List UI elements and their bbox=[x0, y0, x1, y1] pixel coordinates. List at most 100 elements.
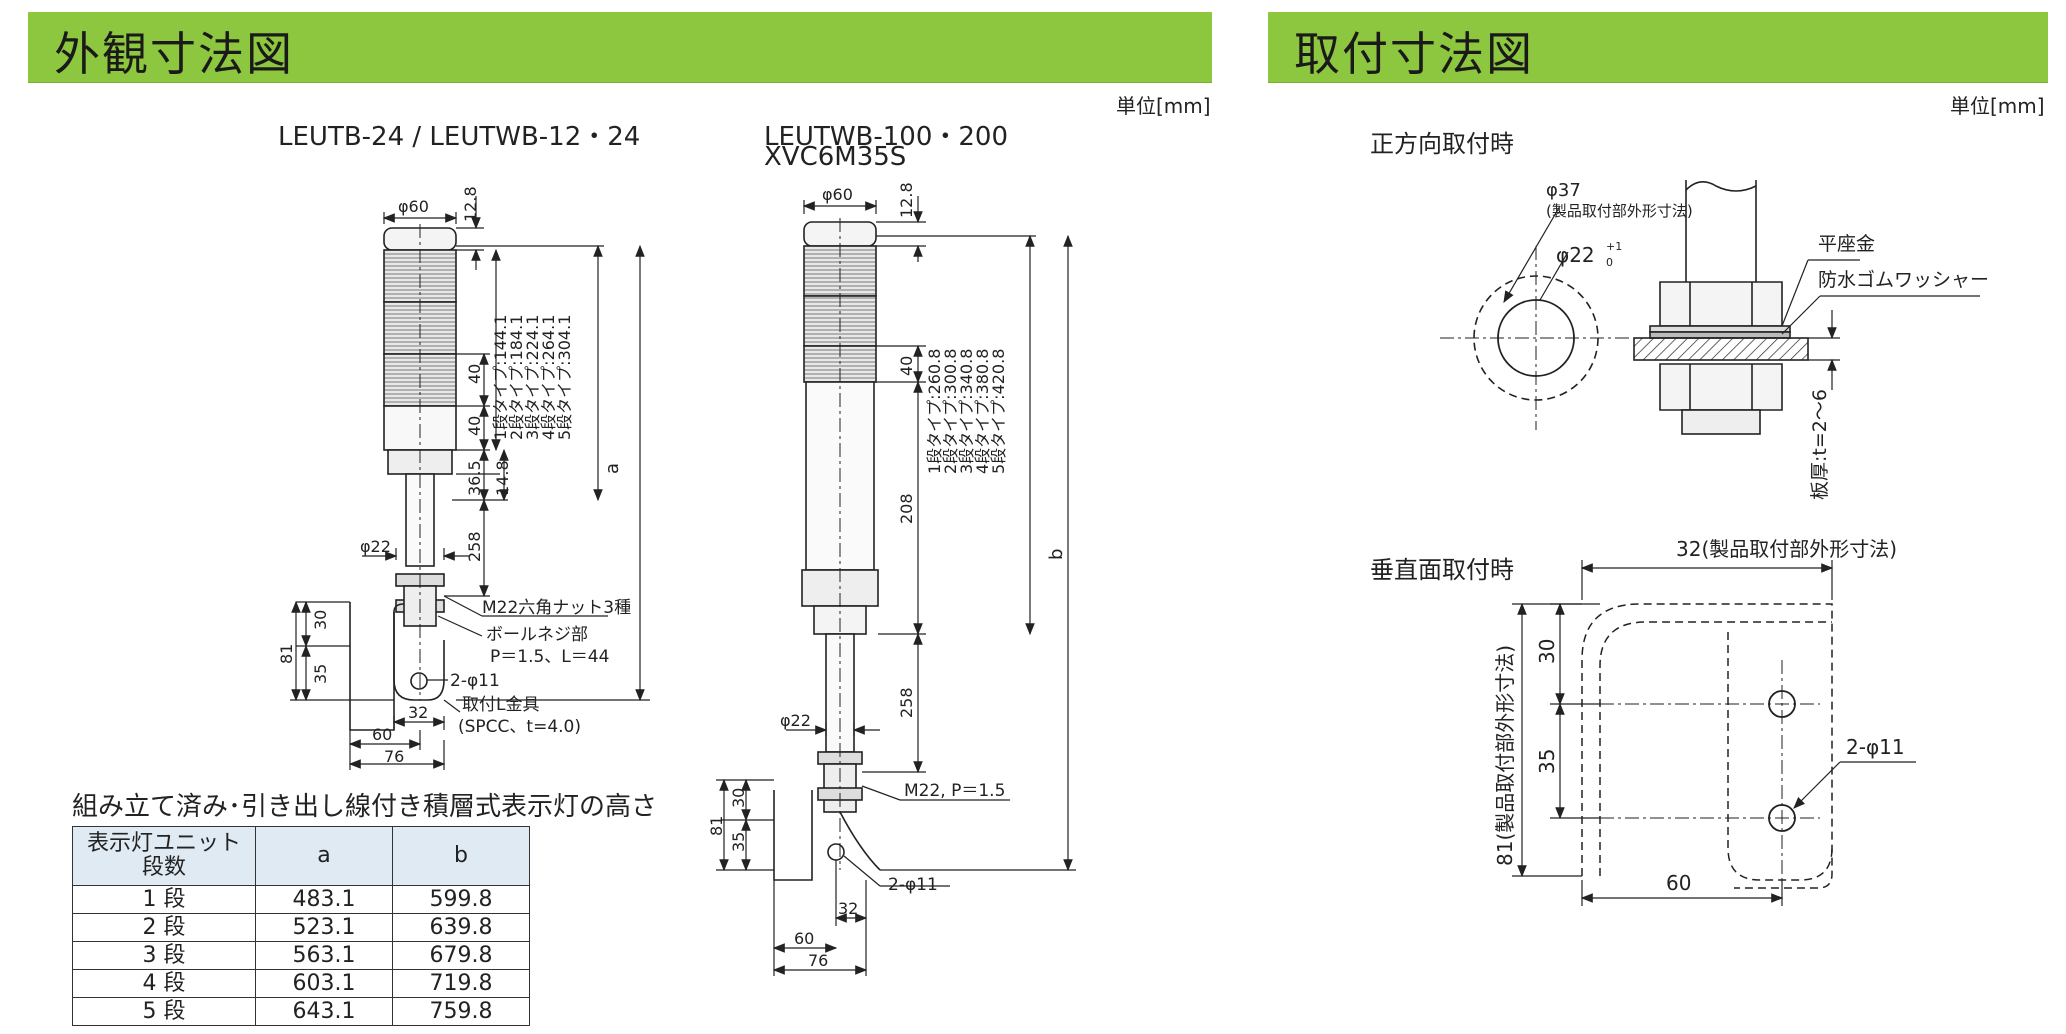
hex-nut-top bbox=[1659, 281, 1783, 327]
dim-b: b bbox=[1046, 549, 1067, 560]
right-hole: 2-φ11 bbox=[1846, 735, 1905, 759]
table-cell: 1 段 bbox=[72, 885, 256, 914]
dim-208-b: 208 bbox=[897, 493, 916, 524]
callout-hole-a: 2-φ11 bbox=[450, 671, 500, 691]
right-phi37: φ37 bbox=[1546, 180, 1581, 201]
right-section-title: 取付寸法図 bbox=[1294, 27, 1534, 81]
right-dim81: 81(製品取付部外形寸法) bbox=[1493, 645, 1517, 866]
unit-label-right: 単位[mm] bbox=[1950, 94, 2045, 118]
unit-label-left: 単位[mm] bbox=[1116, 94, 1211, 118]
model-b-label-2: XVC6M35S bbox=[764, 142, 907, 172]
table-header-units: 表示灯ユニット 段数 bbox=[72, 826, 256, 886]
dim-phi22-b: φ22 bbox=[780, 711, 811, 730]
front-mount-title: 正方向取付時 bbox=[1370, 130, 1514, 158]
exterior-dimension-drawing: φ60 12.8 40 40 36.5 14.8 258 a φ22 30 35… bbox=[277, 182, 1076, 976]
type-b-2: 2段タイプ:300.8 bbox=[941, 349, 960, 474]
type-b-4: 4段タイプ:380.8 bbox=[973, 349, 992, 474]
right-dim32: 32(製品取付部外形寸法) bbox=[1676, 537, 1897, 561]
vertical-mount-bracket bbox=[1581, 603, 1833, 904]
pole-top bbox=[1685, 180, 1757, 282]
right-d30: 30 bbox=[1535, 639, 1559, 664]
front-mount-section-text: 平座金 防水ゴムワッシャー 板厚:t=2～6 bbox=[1809, 233, 1989, 500]
table-cell: 639.8 bbox=[392, 913, 530, 942]
right-section-header: 取付寸法図 bbox=[1268, 12, 2048, 83]
vertical-mount-title: 垂直面取付時 bbox=[1370, 556, 1514, 584]
table-cell: 2 段 bbox=[72, 913, 256, 942]
type-b-3: 3段タイプ:340.8 bbox=[957, 349, 976, 474]
type-a-3: 3段タイプ:224.1 bbox=[523, 315, 542, 440]
mount-plate bbox=[1633, 337, 1809, 361]
right-d35: 35 bbox=[1535, 749, 1559, 774]
height-table-caption: 組み立て済み･引き出し線付き積層式表示灯の高さ bbox=[72, 792, 658, 822]
right-d60: 60 bbox=[1666, 871, 1691, 895]
right-tol-zero: 0 bbox=[1606, 256, 1613, 269]
dim-12-8-b: 12.8 bbox=[897, 182, 916, 218]
right-tol-plus: +1 bbox=[1606, 240, 1622, 253]
tower-b-hole bbox=[827, 843, 845, 861]
table-cell: 599.8 bbox=[392, 885, 530, 914]
dim-phi60-b: φ60 bbox=[822, 185, 853, 204]
dim-32-a: 32 bbox=[408, 703, 428, 722]
dim-81-a: 81 bbox=[277, 644, 296, 664]
tower-b-dim-text: φ60 12.8 40 208 258 b φ22 30 35 81 32 60… bbox=[707, 182, 1067, 970]
front-mount-hole-text: φ37 (製品取付部外形寸法) φ22 +1 0 bbox=[1546, 180, 1693, 269]
dim-40-b: 40 bbox=[897, 356, 916, 376]
type-b-5: 5段タイプ:420.8 bbox=[989, 349, 1008, 474]
dim-12-8-a: 12.8 bbox=[461, 186, 480, 222]
table-cell: 4 段 bbox=[72, 969, 256, 998]
dim-35-a: 35 bbox=[311, 664, 330, 684]
left-section-title: 外観寸法図 bbox=[54, 27, 294, 81]
dim-phi60-a: φ60 bbox=[398, 197, 429, 216]
tower-a-bracket-arm bbox=[393, 612, 445, 701]
tower-a-hole bbox=[410, 672, 428, 690]
dim-76-a: 76 bbox=[384, 747, 404, 766]
dim-30-b: 30 bbox=[729, 788, 748, 808]
table-cell: 603.1 bbox=[255, 969, 393, 998]
tower-b-cable bbox=[839, 811, 881, 871]
dim-30-a: 30 bbox=[311, 610, 330, 630]
model-a-label: LEUTB-24 / LEUTWB-12・24 bbox=[278, 122, 641, 152]
dim-36-5-a: 36.5 bbox=[465, 460, 484, 496]
callout-nut: M22六角ナット3種 bbox=[482, 598, 631, 618]
model-b-label-1: LEUTWB-100・200 bbox=[764, 122, 1009, 152]
callout-thread: ボールネジ部 bbox=[486, 625, 588, 645]
callout-bracket-spec: (SPCC、t=4.0) bbox=[458, 717, 581, 737]
right-plate: 板厚:t=2～6 bbox=[1809, 389, 1831, 500]
dim-60-b: 60 bbox=[794, 929, 814, 948]
right-washer: 平座金 bbox=[1818, 233, 1875, 255]
vertical-mount-text: 32(製品取付部外形寸法) 81(製品取付部外形寸法) 30 35 2-φ11 … bbox=[1493, 537, 1905, 895]
type-a-2: 2段タイプ:184.1 bbox=[507, 315, 526, 440]
dim-a: a bbox=[602, 463, 623, 474]
table-cell: 679.8 bbox=[392, 941, 530, 970]
thread-end bbox=[1681, 409, 1761, 435]
right-rubber: 防水ゴムワッシャー bbox=[1818, 269, 1989, 291]
type-b-1: 1段タイプ:260.8 bbox=[925, 349, 944, 474]
tower-b-bracket bbox=[773, 790, 813, 881]
dim-35-b: 35 bbox=[729, 832, 748, 852]
flat-washer bbox=[1649, 325, 1791, 333]
dim-32-b: 32 bbox=[838, 899, 858, 918]
dim-76-b: 76 bbox=[808, 951, 828, 970]
dim-40-a1: 40 bbox=[465, 364, 484, 384]
callout-thread-spec: P＝1.5、L＝44 bbox=[490, 647, 609, 667]
tower-a-bracket bbox=[349, 602, 405, 731]
callout-bracket: 取付L金具 bbox=[462, 695, 539, 715]
left-section-header: 外観寸法図 bbox=[28, 12, 1212, 83]
tower-a bbox=[349, 224, 457, 731]
type-a-5: 5段タイプ:304.1 bbox=[555, 315, 574, 440]
bracket-outline-dashed bbox=[1581, 603, 1833, 889]
dim-81-b: 81 bbox=[707, 816, 726, 836]
type-a-4: 4段タイプ:264.1 bbox=[539, 315, 558, 440]
hex-nut-bottom bbox=[1659, 363, 1783, 411]
vertical-mount-dimensions bbox=[1512, 560, 1916, 906]
table-cell: 643.1 bbox=[255, 997, 393, 1026]
callout-hole-b: 2-φ11 bbox=[888, 875, 938, 895]
type-a-1: 1段タイプ:144.1 bbox=[491, 315, 510, 440]
tower-a-dim-text: φ60 12.8 40 40 36.5 14.8 258 a φ22 30 35… bbox=[277, 186, 631, 766]
right-phi22: φ22 bbox=[1556, 243, 1595, 267]
